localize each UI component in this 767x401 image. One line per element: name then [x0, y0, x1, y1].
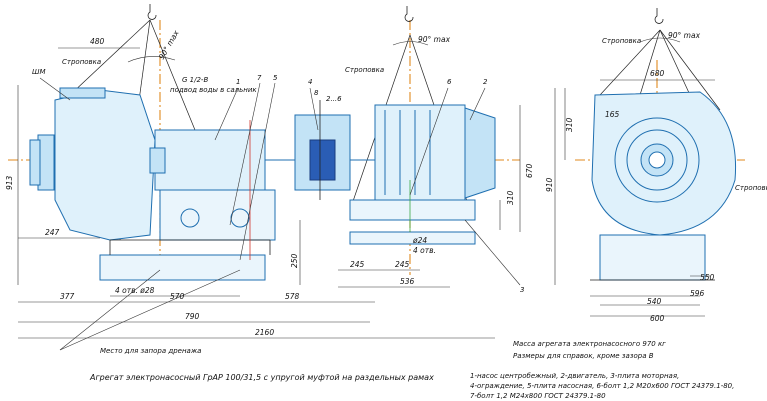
position-7: 7: [257, 74, 262, 82]
impeller-ring: [614, 117, 700, 203]
dim-310-end: 310: [565, 117, 574, 132]
sling: [659, 29, 691, 96]
label-stropovka: Строповка: [345, 66, 384, 74]
note-reference: Размеры для справок, кроме зазора В: [513, 352, 654, 360]
legend-line-1: 1-насос центробежный, 2-двигатель, 3-пли…: [470, 372, 679, 380]
dim-570: 570: [170, 292, 185, 301]
dim-90max-motor: 90° max: [418, 35, 451, 44]
dim-90max: 90° max: [157, 28, 181, 61]
dim-670: 670: [525, 163, 534, 178]
pump-base-plate: [159, 189, 276, 241]
label-g-thread: G 1/2-В: [182, 76, 208, 84]
dim-310: 310: [506, 190, 515, 205]
crane-hook-icon: [404, 6, 414, 22]
sling: [659, 29, 721, 111]
end-view-pedestal: [599, 234, 706, 281]
pump-discharge-flange: [59, 87, 106, 99]
motor-base-plate: [349, 199, 476, 221]
dim-600: 600: [650, 314, 665, 323]
dim-250: 250: [290, 253, 299, 268]
position-6: 6: [447, 78, 452, 86]
label-shm: ШМ: [32, 68, 46, 76]
dim-910: 910: [545, 177, 554, 192]
note-mass: Масса агрегата электронасосного 970 кг: [513, 340, 666, 348]
label-water-supply: подвод воды в сальник: [170, 86, 257, 94]
crane-hook-icon: [147, 4, 157, 20]
dim-540: 540: [647, 297, 662, 306]
leader-lines: [39, 77, 521, 351]
position-3: 3: [520, 286, 524, 294]
sling: [69, 19, 151, 96]
dim-480: 480: [90, 37, 105, 46]
dim-790: 790: [185, 312, 200, 321]
position-2-6: 2...6: [326, 95, 342, 103]
motor-fan-cover: [464, 107, 496, 199]
dim-536: 536: [400, 277, 415, 286]
foundation-pad-pump: [99, 254, 266, 281]
pump-shaft-seal: [149, 147, 166, 174]
dim-4otv: 4 отв.: [413, 246, 436, 255]
dim-680: 680: [650, 69, 665, 78]
label-stropovka: Строповка: [602, 37, 641, 45]
motor-body: [374, 104, 466, 201]
dim-245-b: 245: [395, 260, 410, 269]
dim-2160: 2160: [255, 328, 274, 337]
dim-596: 596: [690, 289, 705, 298]
impeller-ring: [626, 129, 688, 191]
label-stropovka: Строповка: [735, 184, 767, 192]
crane-hook-icon: [654, 8, 664, 24]
dim-90max-end: 90° max: [668, 31, 701, 40]
dim-165: 165: [605, 110, 620, 119]
foundation-pad-motor: [349, 231, 476, 245]
pump-volute: [54, 89, 156, 241]
dim-245-a: 245: [350, 260, 365, 269]
dimension-lines: [17, 37, 715, 339]
position-5: 5: [273, 74, 278, 82]
legend-line-3: 7-болт 1,2 М24х800 ГОСТ 24379.1-80: [470, 392, 606, 400]
pump-suction-nozzle: [29, 139, 41, 186]
position-4: 4: [308, 78, 312, 86]
dim-550: 550: [700, 273, 715, 282]
position-8: 8: [314, 89, 319, 97]
elastic-coupling: [309, 139, 336, 181]
sling: [599, 29, 661, 96]
drawing-caption: Агрегат электронасосный ГрАР 100/31,5 с …: [89, 373, 434, 382]
dim-578: 578: [285, 292, 300, 301]
sling: [639, 29, 661, 96]
position-2: 2: [483, 78, 488, 86]
shaft-bore: [648, 151, 666, 169]
base-plate-hole: [230, 208, 250, 228]
position-1: 1: [236, 78, 240, 86]
pump-bearing-housing: [154, 129, 266, 191]
label-stropovka: Строповка: [62, 58, 101, 66]
dim-24: ø24: [412, 236, 427, 245]
dim-913: 913: [5, 175, 14, 190]
base-plate-hole: [180, 208, 200, 228]
dim-247: 247: [45, 228, 60, 237]
label-drain: Место для запора дренажа: [100, 347, 201, 355]
dim-4otv-28: 4 отв. ø28: [115, 286, 155, 295]
legend-line-2: 4-ограждение, 5-плита насосная, 6-болт 1…: [470, 382, 734, 390]
dim-377: 377: [60, 292, 75, 301]
